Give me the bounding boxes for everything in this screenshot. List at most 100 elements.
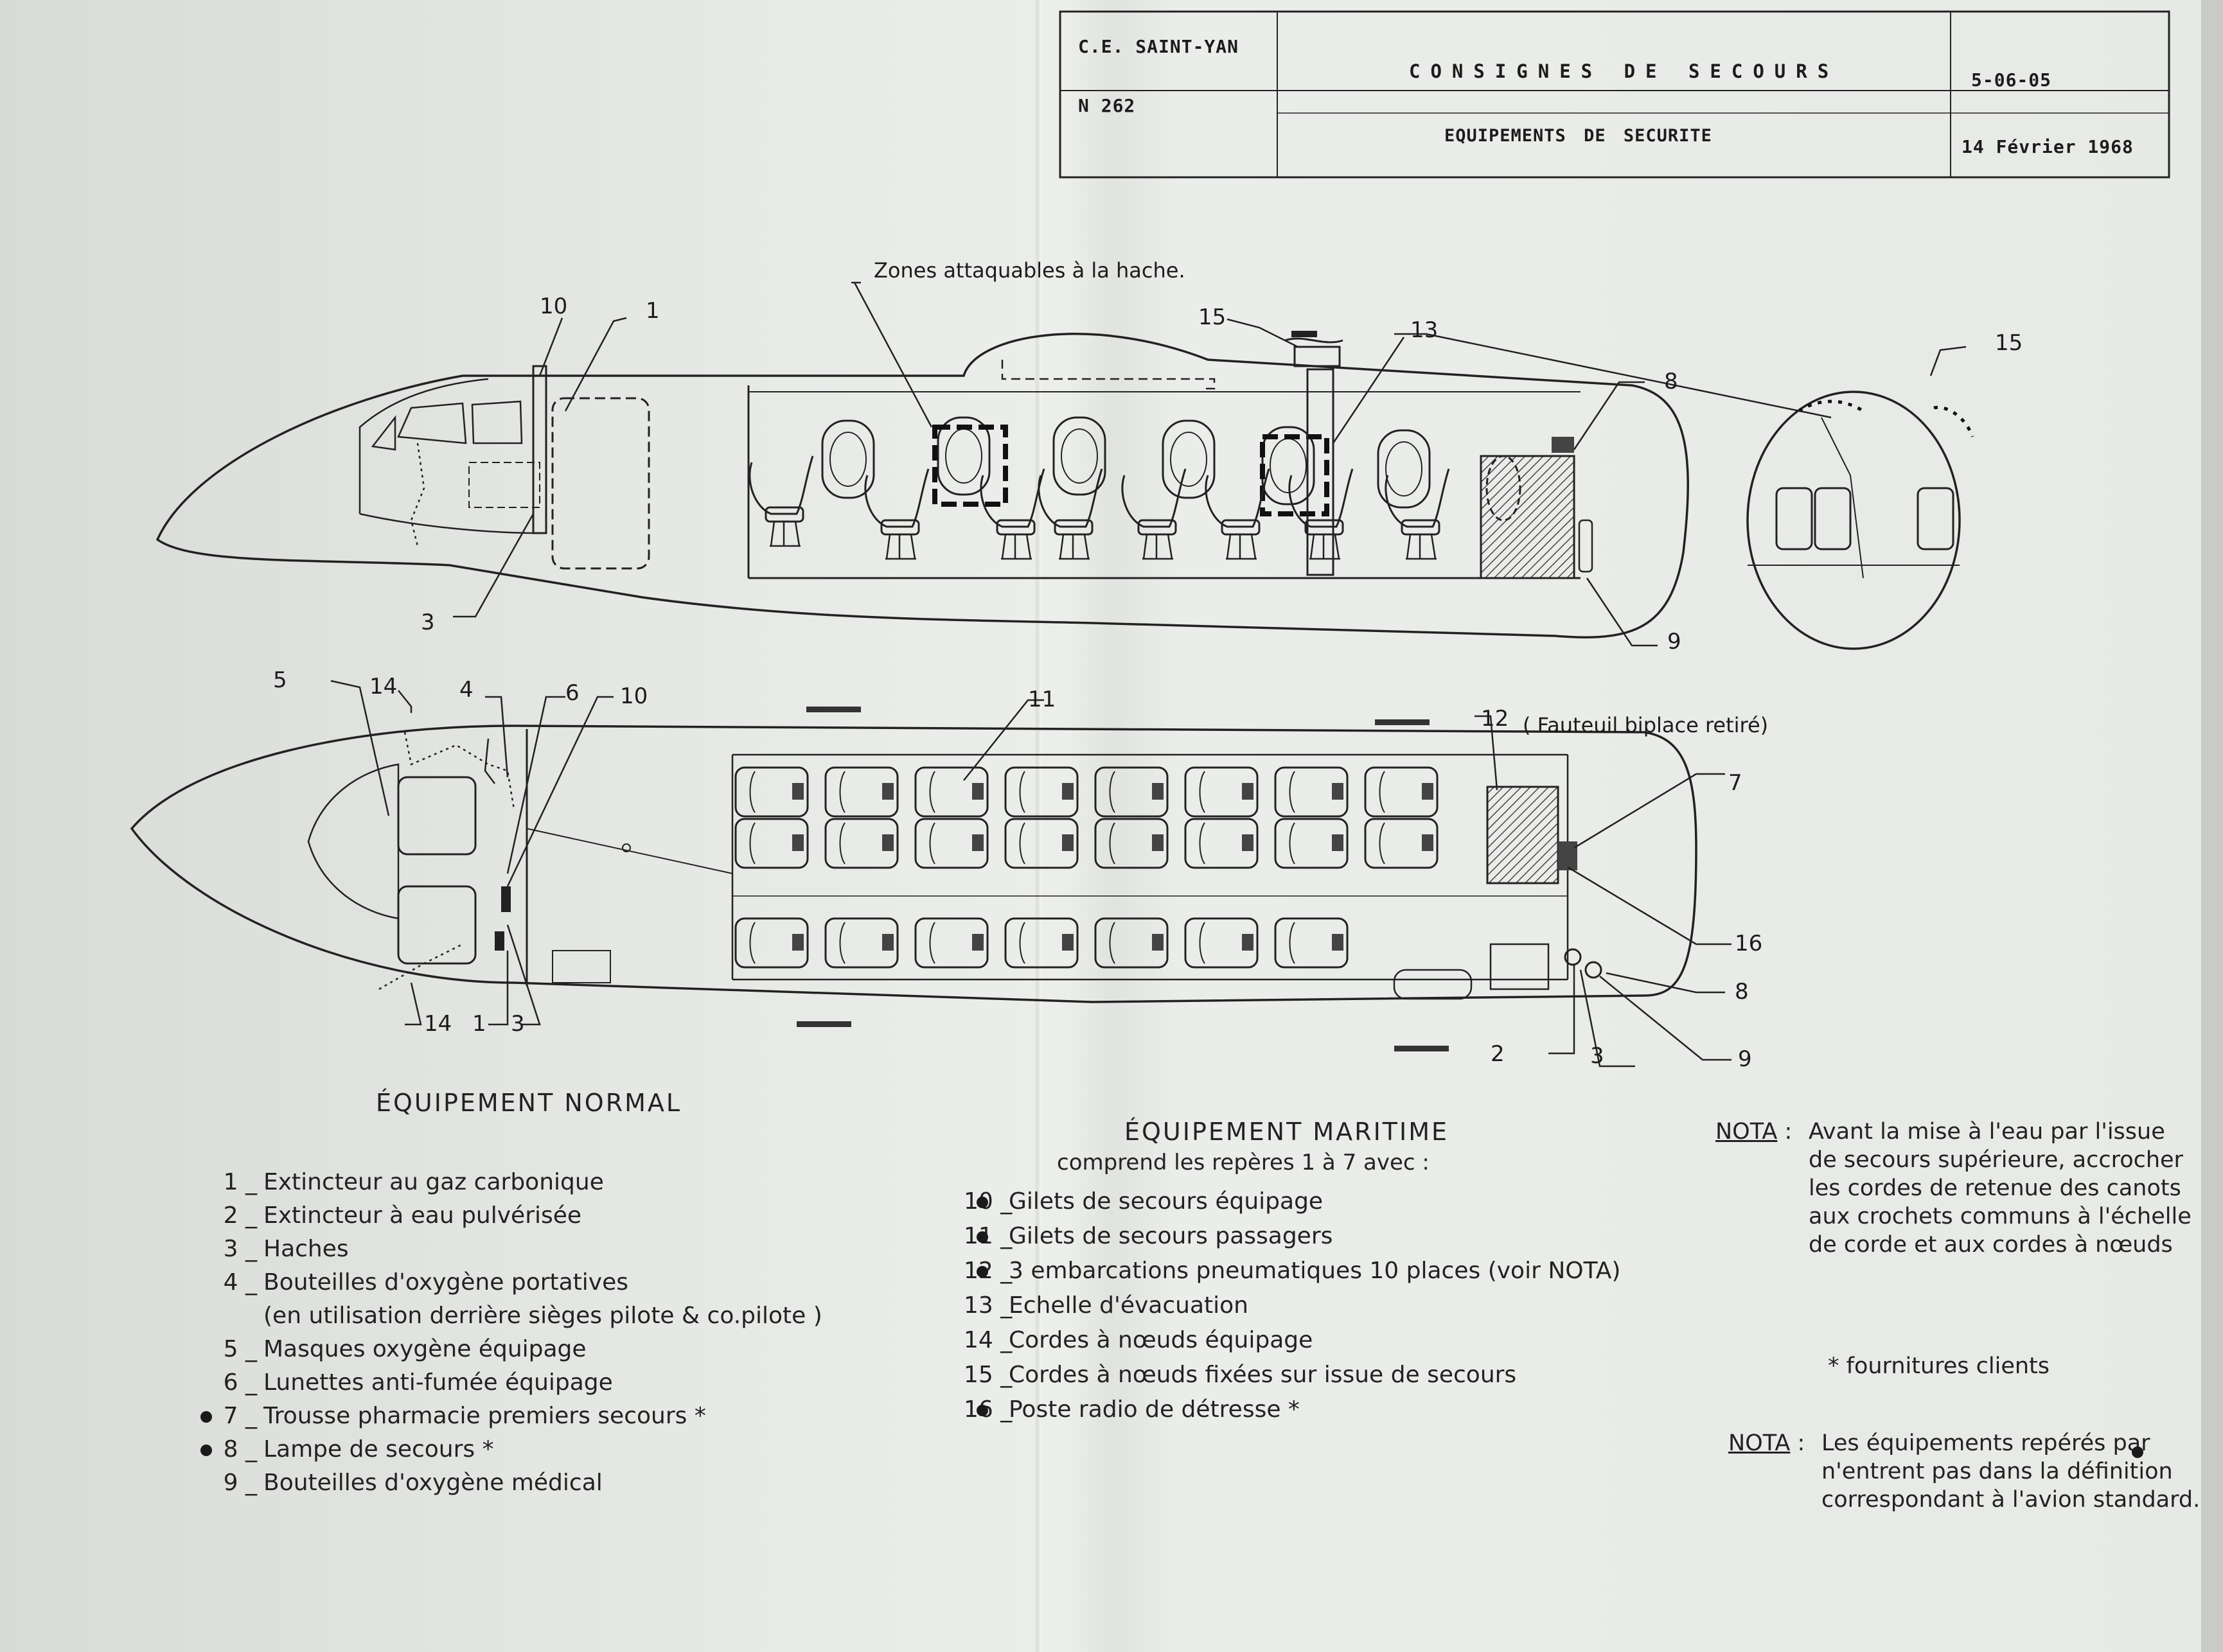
bullet-dot: [977, 1197, 988, 1208]
doc-subtitle: EQUIPEMENTS DE SECURITE: [1444, 126, 1712, 146]
title-block: C.E. SAINT-YAN N 262 CONSIGNES DE SECOUR…: [1059, 10, 2170, 179]
bullet-dot: [977, 1266, 988, 1278]
plan-view-fuselage: [130, 725, 1697, 1003]
passenger-seat: [1184, 917, 1259, 969]
passenger-seat: [734, 917, 809, 969]
side-seats: [748, 455, 1450, 560]
legend-item-text: Cordes à nœuds équipage: [1009, 1327, 1313, 1353]
callout-plan-9: 9: [1738, 1046, 1752, 1072]
legend-item: 4 _Bouteilles d'oxygène portatives: [218, 1266, 628, 1299]
legend-item: 5 _Masques oxygène équipage: [218, 1333, 587, 1366]
legend-item-text: Lampe de secours *: [263, 1436, 494, 1463]
legend-item: 2 _Extincteur à eau pulvérisée: [218, 1199, 581, 1233]
legend-item-number: 5 _: [223, 1336, 257, 1362]
callout-9: 9: [1667, 629, 1681, 655]
legend-item-number: 9 _: [223, 1470, 257, 1496]
nota-1-line: Avant la mise à l'eau par l'issue: [1809, 1119, 2165, 1145]
plan-raft-stowage: [1486, 786, 1602, 990]
callout-3: 3: [421, 610, 435, 635]
legend-item-text: Masques oxygène équipage: [263, 1336, 587, 1362]
nota-2: NOTA :: [1728, 1430, 1805, 1456]
passenger-seat: [824, 818, 899, 869]
nota-2-line: Les équipements repérés par: [1821, 1430, 2150, 1456]
callout-plan-16: 16: [1735, 931, 1762, 956]
passenger-seat: [1184, 818, 1259, 869]
legend-item: (en utilisation derrière sièges pilote &…: [218, 1299, 822, 1333]
callout-plan-5: 5: [273, 667, 287, 693]
callout-plan-14b: 14: [424, 1011, 452, 1037]
nota-2-label: NOTA: [1728, 1430, 1791, 1456]
legend-item-number: 1 _: [223, 1169, 257, 1195]
forward-bulkhead-door: [532, 365, 1581, 579]
axe-zones: [932, 425, 1329, 516]
passenger-seat: [1364, 818, 1439, 869]
passenger-seat: [1094, 818, 1169, 869]
bullet-dot: [200, 1411, 212, 1423]
doc-number: N 262: [1078, 95, 1136, 116]
legend-item-text: Gilets de secours équipage: [1009, 1188, 1324, 1215]
passenger-seat: [1274, 917, 1349, 969]
passenger-seat: [1004, 818, 1079, 869]
cockpit-windows: [371, 400, 540, 547]
legend-item-number: 13 _: [964, 1292, 1013, 1319]
passenger-seat: [1094, 766, 1169, 818]
callout-plan-3b: 3: [1590, 1043, 1604, 1069]
legend-item: 13 _Echelle d'évacuation: [964, 1289, 1248, 1322]
legend-item-text: Echelle d'évacuation: [1009, 1292, 1248, 1319]
bullet-dot-nota: [2132, 1446, 2143, 1458]
plan-cockpit: [307, 732, 515, 990]
legend-item-number: 15 _: [964, 1362, 1013, 1388]
legend-item-text: Haches: [263, 1236, 349, 1262]
passenger-seat: [734, 766, 809, 818]
passenger-seat: [824, 766, 899, 818]
callout-plan-14a: 14: [369, 674, 397, 699]
legend-item-number: 2 _: [223, 1202, 257, 1229]
leader-lines: [330, 281, 1967, 1068]
maritime-equipment-heading: ÉQUIPEMENT MARITIME: [1124, 1118, 1449, 1146]
legend-item-text: Gilets de secours passagers: [1009, 1223, 1333, 1249]
legend-item: 7 _Trousse pharmacie premiers secours *: [218, 1400, 706, 1433]
title-block-frame: [1059, 10, 2170, 179]
legend-item-number: 3 _: [223, 1236, 257, 1262]
callout-13: 13: [1410, 317, 1438, 343]
passenger-seat: [1004, 917, 1079, 969]
callout-plan-8: 8: [1735, 979, 1749, 1005]
legend-item-text: (en utilisation derrière sièges pilote &…: [263, 1303, 822, 1329]
passenger-seat: [1364, 766, 1439, 818]
callout-plan-11: 11: [1028, 687, 1056, 712]
callout-numbers: Zones attaquables à la hache. 10 1 3 15 …: [273, 258, 2023, 1072]
callout-zones: Zones attaquables à la hache.: [874, 258, 1185, 283]
legend-item: 16 _Poste radio de détresse *: [964, 1393, 1300, 1427]
nota-1-label: NOTA: [1715, 1119, 1778, 1145]
callout-plan-12-note: ( Fauteuil biplace retiré): [1523, 713, 1768, 737]
passenger-seat: [824, 917, 899, 969]
maritime-equipment-subheading: comprend les repères 1 à 7 avec :: [1057, 1150, 1430, 1175]
raft-stowage: [1480, 437, 1593, 579]
legend-item-number: 4 _: [223, 1269, 257, 1296]
fournitures-note: * fournitures clients: [1828, 1353, 2050, 1379]
callout-15: 15: [1198, 304, 1226, 330]
nota-1-line: aux crochets communs à l'échelle: [1809, 1204, 2192, 1229]
passenger-seat: [734, 818, 809, 869]
nota-1-line: les cordes de retenue des canots: [1809, 1175, 2181, 1201]
callout-plan-3: 3: [511, 1011, 525, 1037]
bullet-dot: [977, 1231, 988, 1243]
legend-item: 1 _Extincteur au gaz carbonique: [218, 1166, 604, 1199]
passenger-seat: [914, 818, 989, 869]
passenger-seat: [1094, 917, 1169, 969]
bullet-dot: [200, 1445, 212, 1456]
legend-item-text: Bouteilles d'oxygène médical: [263, 1470, 603, 1496]
legend-item-text: Extincteur à eau pulvérisée: [263, 1202, 582, 1229]
passenger-seat: [1274, 818, 1349, 869]
passenger-seat-rows: [734, 766, 1439, 969]
doc-date: 14 Février 1968: [1962, 136, 2134, 157]
legend-item: 15 _Cordes à nœuds fixées sur issue de s…: [964, 1358, 1516, 1392]
passenger-seat: [914, 766, 989, 818]
callout-plan-10: 10: [620, 683, 648, 709]
nota-1-line: de secours supérieure, accrocher: [1809, 1147, 2183, 1173]
legend-item-text: Cordes à nœuds fixées sur issue de secou…: [1009, 1362, 1517, 1388]
callout-plan-1: 1: [472, 1011, 486, 1037]
legend-item: 12 _3 embarcations pneumatiques 10 place…: [964, 1254, 1620, 1288]
legend-item-number: 7 _: [223, 1403, 257, 1429]
